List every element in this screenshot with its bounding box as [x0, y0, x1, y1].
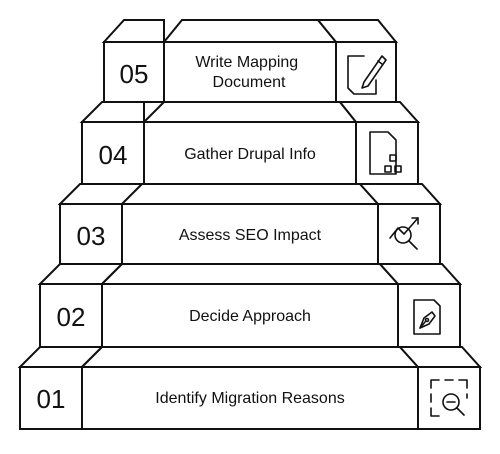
step-05-label-box	[163, 41, 337, 103]
step-02-icon-box	[397, 283, 461, 348]
step-02-number-box	[39, 283, 103, 348]
step-01-label-box	[81, 366, 419, 430]
step-04-number-top	[79, 101, 145, 123]
step-02-number: 02	[57, 302, 86, 332]
step-05-label-line2: Document	[213, 74, 286, 91]
step-03-label-top	[119, 183, 381, 205]
step-02-label: Decide Approach	[189, 308, 311, 325]
edit-document-icon	[347, 55, 387, 95]
step-05-number-top	[101, 19, 165, 43]
step-05: 05 Write Mapping Document	[101, 19, 399, 103]
step-05-label-top	[161, 19, 339, 43]
step-03-label-box	[121, 203, 379, 265]
step-01-number: 01	[37, 384, 66, 414]
step-04-label-top	[141, 101, 359, 123]
step-05-number: 05	[120, 59, 149, 89]
dashed-zoom-out-icon	[430, 379, 468, 417]
step-05-number-box	[103, 41, 165, 103]
step-04-label-box	[143, 121, 357, 185]
step-03-icon-box	[377, 203, 441, 265]
step-01: 01 Identify Migration Reasons	[17, 346, 483, 430]
step-02: 02 Decide Approach	[37, 263, 463, 348]
step-05-label-line1: Write Mapping	[195, 54, 298, 71]
step-01-icon-box	[417, 366, 481, 430]
step-04-number: 04	[99, 140, 128, 170]
pen-document-icon	[413, 299, 441, 335]
step-01-number-box	[19, 366, 83, 430]
step-04-label: Gather Drupal Info	[184, 146, 316, 163]
step-01-label-top	[79, 346, 421, 368]
step-03-number: 03	[77, 221, 106, 251]
step-03: 03 Assess SEO Impact	[57, 183, 443, 265]
step-05-icon-box	[335, 41, 397, 103]
step-02-label-top	[99, 263, 401, 285]
step-03-label: Assess SEO Impact	[179, 227, 322, 244]
document-sitemap-icon	[369, 131, 402, 175]
chart-search-icon	[389, 217, 419, 250]
step-01-label: Identify Migration Reasons	[155, 390, 344, 407]
step-04: 04 Gather Drupal Info	[79, 101, 421, 185]
step-05-label: Write Mapping Document	[195, 54, 302, 91]
